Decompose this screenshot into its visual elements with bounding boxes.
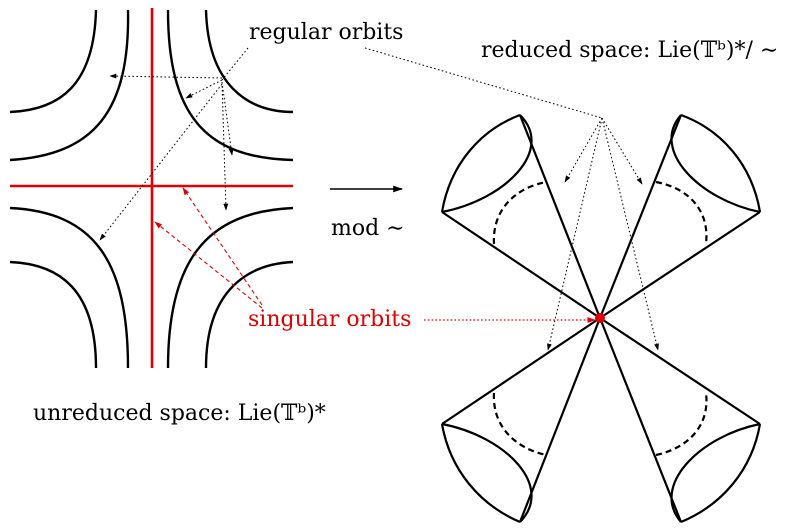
hyperbola-bottom-left-inner (9, 206, 130, 369)
regular-orbits-label: regular orbits (249, 20, 404, 45)
singular-orbits-label: singular orbits (248, 307, 412, 332)
reduced-space-label: reduced space: Lie(𝕋ᵇ)*/ ∼ (481, 38, 779, 63)
singular-point (595, 313, 605, 323)
hyperbola-bottom-left-outer (9, 260, 98, 369)
reduced-space-pointers (547, 117, 659, 351)
hyperbola-bottom-right-outer (204, 260, 294, 369)
cone-top-left (440, 113, 602, 319)
cone-bottom-right (598, 317, 762, 524)
regular-orbit-hyperbolas (9, 9, 294, 369)
cone-top-right (598, 113, 762, 319)
mod-label: mod ∼ (331, 216, 405, 241)
hyperbola-top-left-inner (9, 9, 130, 162)
cone-bottom-left (440, 317, 602, 524)
singular-orbit-axes (10, 8, 293, 368)
hyperbola-bottom-right-inner (166, 206, 294, 369)
hyperbola-top-right-outer (204, 9, 294, 114)
regular-orbit-pointers (99, 47, 603, 241)
reduced-space-cones (440, 113, 762, 524)
hyperbola-top-right-inner (166, 9, 294, 162)
singular-orbit-pointers (154, 187, 263, 309)
unreduced-space-label: unreduced space: Lie(𝕋ᵇ)* (33, 401, 326, 426)
hyperbola-top-left-outer (9, 9, 98, 114)
